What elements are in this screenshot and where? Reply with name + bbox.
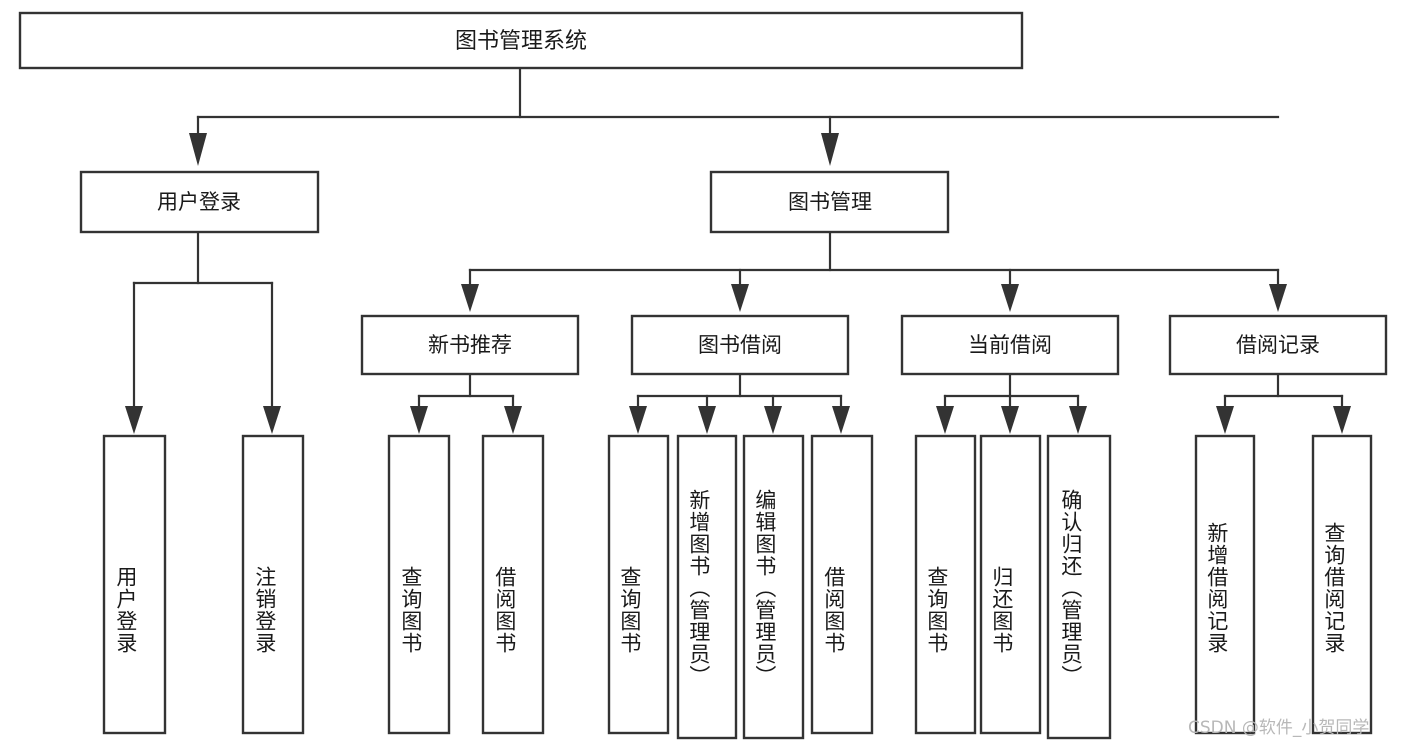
- node-user-login[interactable]: 用户登录: [79, 170, 320, 234]
- connector-bookborrow-to-leaves: [629, 372, 850, 434]
- node-current-borrow[interactable]: 当前借阅: [900, 314, 1120, 376]
- leaf-box-nb-borrow[interactable]: [481, 434, 545, 735]
- leaf-box-user-login[interactable]: [102, 434, 167, 735]
- connector-newbook-to-leaves: [410, 372, 522, 434]
- node-book-manage[interactable]: 图书管理: [709, 170, 950, 234]
- leaf-box-nb-query[interactable]: [387, 434, 451, 735]
- connector-borrowrecord-to-leaves: [1216, 372, 1351, 434]
- leaf-box-cb-query[interactable]: [914, 434, 977, 735]
- node-borrow-record-label: 借阅记录: [1236, 333, 1320, 357]
- connector-bookmanage-to-level3: [461, 230, 1287, 312]
- node-root[interactable]: 图书管理系统: [18, 11, 1024, 70]
- leaf-box-bb-borrow[interactable]: [810, 434, 874, 735]
- leaf-box-bb-edit[interactable]: [742, 434, 805, 740]
- leaf-box-cb-confirm[interactable]: [1046, 434, 1112, 740]
- node-new-book-recommend[interactable]: 新书推荐: [360, 314, 580, 376]
- connector-userlogin-to-leaves: [125, 230, 281, 434]
- leaf-box-br-add[interactable]: [1194, 434, 1256, 735]
- connector-root-to-level2: [189, 66, 1280, 166]
- leaf-box-bb-add[interactable]: [676, 434, 738, 740]
- leaf-box-cb-return[interactable]: [979, 434, 1042, 735]
- node-user-login-label: 用户登录: [157, 190, 241, 214]
- node-book-manage-label: 图书管理: [788, 190, 872, 214]
- node-book-borrow[interactable]: 图书借阅: [630, 314, 850, 376]
- csdn-watermark: CSDN @软件_小贺同学: [1188, 718, 1370, 738]
- node-new-book-recommend-label: 新书推荐: [428, 333, 512, 357]
- connector-currentborrow-to-leaves: [936, 372, 1087, 434]
- node-current-borrow-label: 当前借阅: [968, 333, 1052, 357]
- node-root-label: 图书管理系统: [455, 29, 587, 54]
- leaf-box-br-query[interactable]: [1311, 434, 1373, 735]
- leaf-box-bb-query[interactable]: [607, 434, 670, 735]
- node-borrow-record[interactable]: 借阅记录: [1168, 314, 1388, 376]
- node-book-borrow-label: 图书借阅: [698, 333, 782, 357]
- leaf-boxes: [102, 434, 1373, 740]
- leaf-box-logout[interactable]: [241, 434, 305, 735]
